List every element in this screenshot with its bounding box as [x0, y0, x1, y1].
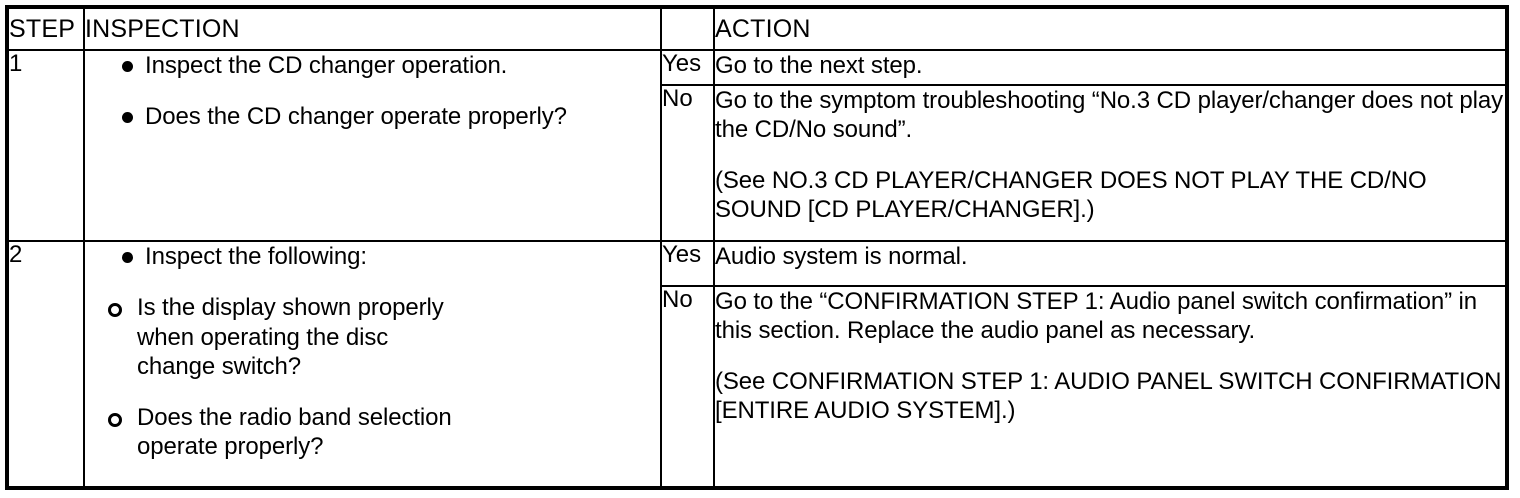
inspection-bullet-list-2: Inspect the following: — [85, 242, 660, 271]
column-header-result-blank — [660, 6, 715, 51]
filled-bullet-icon — [122, 112, 133, 124]
list-item: Inspect the following: — [85, 242, 660, 271]
list-item: Is the display shown properly when opera… — [85, 293, 660, 381]
result-label-no-1: No — [660, 83, 715, 243]
table-row: 2 Inspect the following: Is the display … — [6, 240, 1508, 489]
action-reference-paragraph: (See NO.3 CD PLAYER/CHANGER DOES NOT PLA… — [715, 167, 1427, 224]
column-header-step: STEP — [6, 6, 85, 51]
inspection-cell-1: Inspect the CD changer operation. Does t… — [83, 48, 662, 243]
table-header-row: STEP INSPECTION ACTION — [6, 6, 1508, 51]
inspection-bullet-text: Does the CD changer operate properly? — [145, 103, 567, 131]
step-number-cell-1: 1 — [6, 48, 85, 243]
list-item: Does the CD changer operate properly? — [85, 102, 660, 131]
action-reference-paragraph: (See CONFIRMATION STEP 1: AUDIO PANEL SW… — [715, 368, 1502, 425]
inspection-bullet-text: Inspect the CD changer operation. — [145, 52, 508, 79]
filled-bullet-icon — [122, 252, 133, 264]
action-cell-1-yes: Go to the next step. — [713, 49, 1508, 86]
step-number-cell-2: 2 — [6, 240, 85, 489]
action-paragraph: Audio system is normal. — [715, 243, 968, 271]
inspection-subbullet-list-2: Is the display shown properly when opera… — [85, 293, 660, 461]
inspection-cell-2: Inspect the following: Is the display sh… — [83, 240, 662, 489]
action-paragraph: Go to the symptom troubleshooting “No.3 … — [715, 86, 1503, 143]
list-item: Does the radio band selection operate pr… — [85, 403, 660, 462]
result-label-yes-1: Yes — [660, 49, 715, 86]
action-cell-2-yes: Audio system is normal. — [713, 240, 1508, 287]
inspection-action-table: STEP INSPECTION ACTION 1 Inspect the CD … — [5, 5, 1509, 490]
list-item: Inspect the CD changer operation. — [85, 51, 660, 80]
inspection-subbullet-text: Is the display shown properly when opera… — [137, 294, 444, 380]
inspection-bullet-text: Inspect the following: — [145, 243, 367, 271]
inspection-subbullet-text: Does the radio band selection operate pr… — [137, 404, 452, 461]
result-label-yes-2: Yes — [660, 240, 715, 287]
action-paragraph: Go to the next step. — [715, 52, 923, 79]
filled-bullet-icon — [122, 61, 133, 72]
action-cell-1-no: Go to the symptom troubleshooting “No.3 … — [713, 83, 1508, 243]
action-cell-2-no: Go to the “CONFIRMATION STEP 1: Audio pa… — [713, 284, 1508, 490]
hollow-bullet-icon — [108, 303, 122, 318]
column-header-action: ACTION — [713, 6, 1508, 51]
table-row: No Go to the symptom troubleshooting “No… — [7, 83, 1508, 243]
action-paragraph: Go to the “CONFIRMATION STEP 1: Audio pa… — [715, 287, 1478, 344]
column-header-inspection: INSPECTION — [83, 6, 662, 51]
inspection-bullet-list-1: Inspect the CD changer operation. Does t… — [85, 51, 660, 132]
table-row: 1 Inspect the CD changer operation. Does… — [6, 48, 1508, 243]
result-label-no-2: No — [660, 284, 715, 490]
hollow-bullet-icon — [108, 413, 122, 428]
table-row: No Go to the “CONFIRMATION STEP 1: Audio… — [7, 284, 1508, 490]
